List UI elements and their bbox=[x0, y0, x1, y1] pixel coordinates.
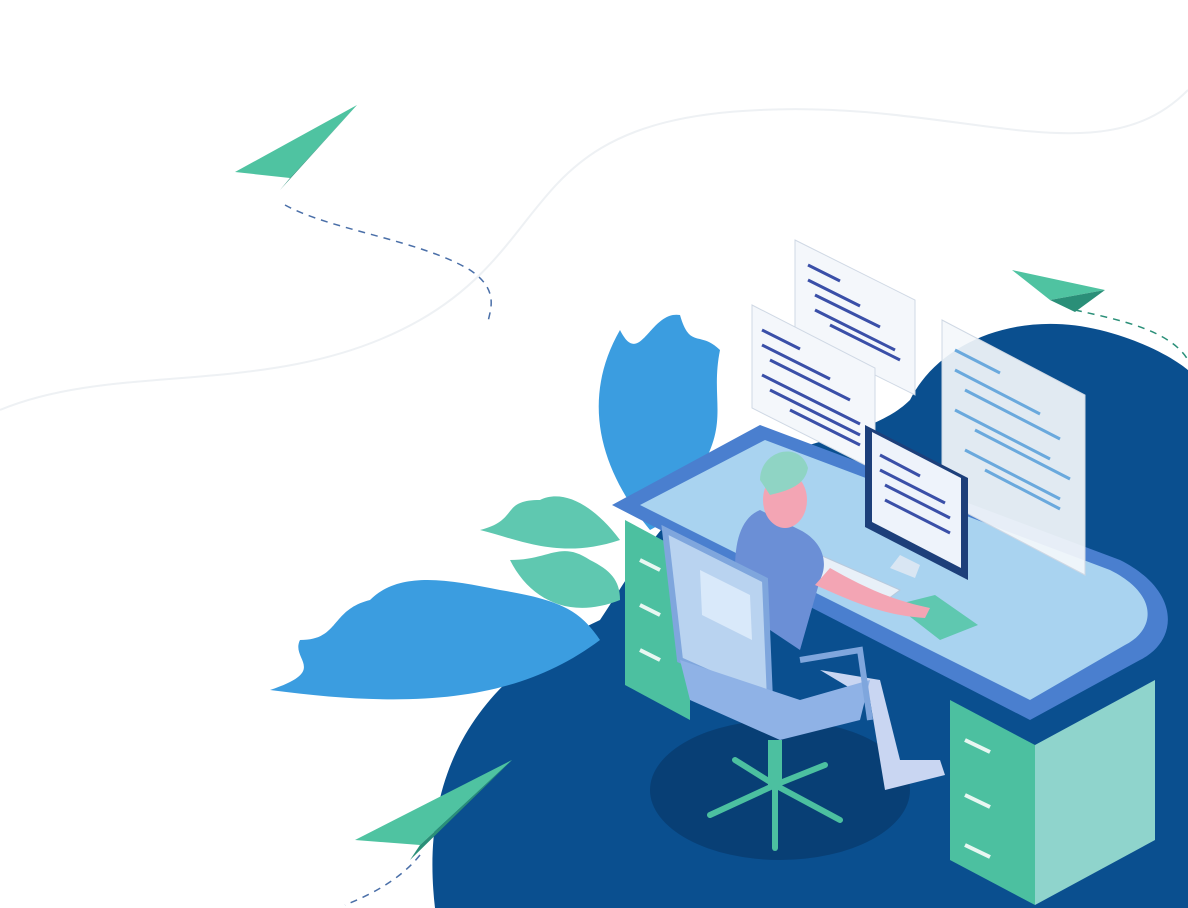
drawer-handles bbox=[964, 738, 991, 859]
plant-leaf-icon bbox=[480, 496, 620, 549]
flight-path-dashed bbox=[284, 204, 492, 323]
paper-plane-icon bbox=[235, 105, 357, 190]
desk-cabinet-right-side bbox=[1035, 680, 1155, 905]
code-panel-left bbox=[751, 304, 876, 471]
computer-monitor bbox=[865, 425, 968, 580]
flight-path-dashed bbox=[1074, 309, 1188, 361]
background-wave-line bbox=[0, 89, 1188, 411]
code-panel-top bbox=[794, 239, 916, 396]
drawer-handles bbox=[639, 558, 661, 662]
paper-plane-icon bbox=[355, 760, 512, 860]
paper-plane-icon bbox=[1012, 270, 1105, 312]
flight-path-dashed bbox=[344, 854, 421, 906]
office-chair bbox=[661, 524, 873, 851]
desk-cabinet-right bbox=[950, 700, 1035, 905]
plant-leaf-icon bbox=[270, 580, 600, 700]
code-panel-right bbox=[941, 319, 1086, 576]
plant-leaf-icon bbox=[510, 551, 620, 608]
